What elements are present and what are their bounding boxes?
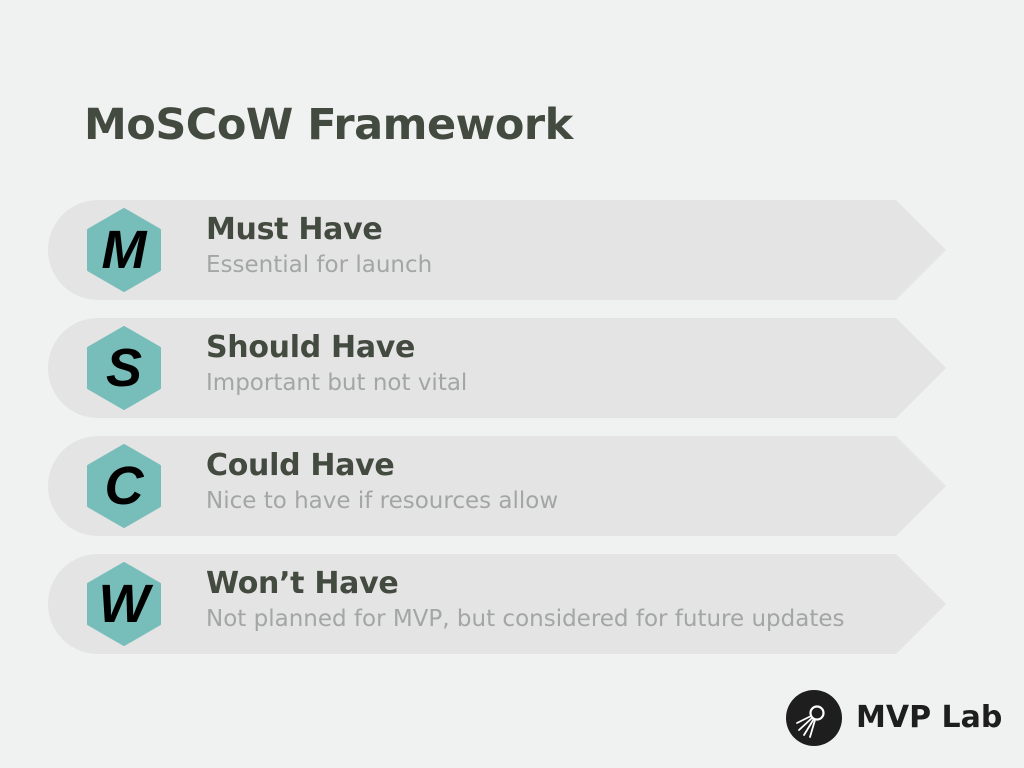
priority-title: Must Have <box>206 212 383 247</box>
priority-row-wont: W Won’t Have Not planned for MVP, but co… <box>48 554 946 654</box>
priority-title: Won’t Have <box>206 566 399 601</box>
hexagon-icon <box>87 208 161 292</box>
brand-logo: MVP Lab <box>786 690 1006 746</box>
row-arrow-banner <box>48 554 946 654</box>
hexagon-badge: C <box>86 444 162 528</box>
priority-description: Important but not vital <box>206 370 468 396</box>
priority-description: Essential for launch <box>206 252 433 278</box>
priority-letter: C <box>104 456 144 516</box>
satellite-logo-icon <box>786 690 842 746</box>
priority-row-should: S Should Have Important but not vital <box>48 318 946 418</box>
hexagon-badge: M <box>86 208 162 292</box>
hexagon-icon <box>87 562 161 646</box>
row-arrow-banner <box>48 436 946 536</box>
hexagon-icon <box>87 326 161 410</box>
priority-row-must: M Must Have Essential for launch <box>48 200 946 300</box>
hexagon-badge: W <box>86 562 162 646</box>
page-title: MoSCoW Framework <box>84 100 573 150</box>
row-arrow-banner <box>48 318 946 418</box>
priority-title: Could Have <box>206 448 395 483</box>
priority-title: Should Have <box>206 330 416 365</box>
brand-name: MVP Lab <box>856 700 1003 735</box>
priority-letter: S <box>105 338 143 398</box>
hexagon-badge: S <box>86 326 162 410</box>
priority-description: Not planned for MVP, but considered for … <box>206 606 845 632</box>
priority-row-could: C Could Have Nice to have if resources a… <box>48 436 946 536</box>
priority-letter: M <box>101 220 147 280</box>
priority-description: Nice to have if resources allow <box>206 488 559 514</box>
priority-letter: W <box>98 574 150 634</box>
row-arrow-banner <box>48 200 946 300</box>
hexagon-icon <box>87 444 161 528</box>
